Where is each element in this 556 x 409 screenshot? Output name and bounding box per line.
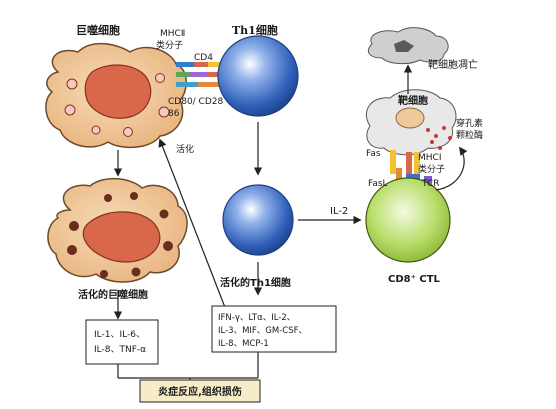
- th1-cytokine-box: [211, 305, 337, 353]
- macro-cytokine-line1: IL-1、IL-6、: [94, 330, 145, 340]
- activated-th1-label: 活化的Th1细胞: [220, 276, 291, 289]
- ctl-cell: [365, 177, 451, 263]
- macro-cytokine-line2: IL-8、TNF-α: [94, 345, 146, 355]
- th1-label: Th1细胞: [232, 23, 278, 37]
- target-death-label: 靶细胞凋亡: [428, 58, 478, 71]
- perforin-label-line2: 颗粒酶: [456, 129, 483, 141]
- macrophage-label: 巨噬细胞: [76, 23, 120, 37]
- perforin-label-line1: 穿孔素: [456, 117, 483, 129]
- fas-label: Fas: [366, 149, 381, 159]
- tcr-label: TCR: [421, 179, 440, 189]
- mhc2-label-line2: 类分子: [156, 39, 183, 51]
- fasl-label: FasL: [368, 179, 388, 189]
- num86-label: 86: [168, 109, 180, 119]
- macrophage-cell: [45, 42, 187, 149]
- th1-cytokine-line1: IFN-γ、LTα、IL-2、: [218, 313, 295, 323]
- outcome-label: 炎症反应,组织损伤: [158, 385, 242, 398]
- activated-macrophage-label: 活化的巨噬细胞: [78, 288, 148, 301]
- activated-th1-cell: [222, 184, 294, 256]
- perforin-granules: [426, 126, 452, 150]
- th1-cell: [217, 35, 299, 117]
- cd4-label: CD4: [194, 53, 213, 63]
- mhc2-label-line1: MHCⅡ: [160, 29, 185, 39]
- target-cell-label: 靶细胞: [398, 94, 428, 107]
- macrophage-cytokine-box: [85, 319, 159, 365]
- mhc1-label-line2: 类分子: [418, 163, 445, 175]
- activation-label: 活化: [176, 143, 194, 155]
- ctl-label: CD8⁺ CTL: [388, 274, 441, 285]
- cd80-label: CD80/ CD28: [168, 97, 224, 107]
- target-cell: [365, 89, 457, 156]
- receptor-complex: [176, 62, 222, 87]
- mhc1-label-line1: MHCⅠ: [418, 153, 441, 163]
- outcome-box: [139, 379, 261, 403]
- activated-macrophage-cell: [47, 177, 188, 283]
- il2-label: IL-2: [330, 206, 348, 217]
- macrophage-nucleus: [84, 64, 152, 119]
- th1-cytokine-line2: IL-3、MIF、GM-CSF、: [218, 326, 307, 336]
- th1-cytokine-line3: IL-8、MCP-1: [218, 339, 269, 349]
